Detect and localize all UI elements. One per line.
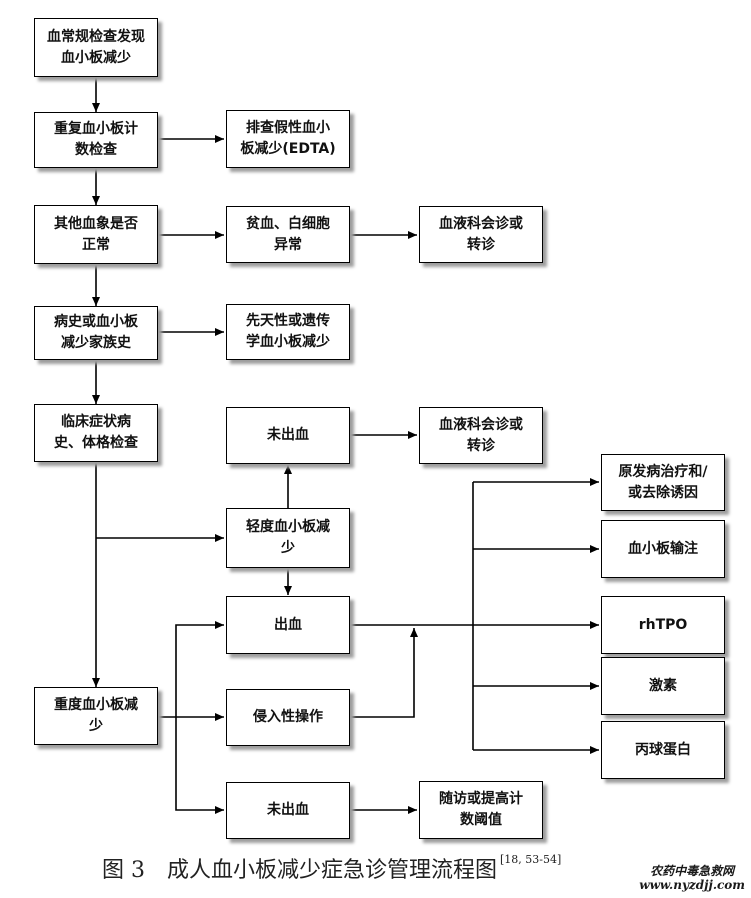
node-no-bleeding-severe: 未出血 [226,782,350,839]
edge-n14-n16 [175,717,224,814]
watermark: 农药中毒急救网 www.nyzdjj.com [639,864,745,892]
treatment-hormone: 激素 [601,657,725,715]
node-repeat-platelet-count: 重复血小板计 数检查 [34,112,158,168]
node-hematology-consult-1: 血液科会诊或 转诊 [419,206,543,263]
node-invasive-procedure: 侵入性操作 [226,689,350,746]
node-anemia-wbc: 贫血、白细胞 异常 [226,206,350,263]
node-other-blood-normal: 其他血象是否 正常 [34,205,158,264]
node-mild-thrombocytopenia: 轻度血小板减 少 [226,508,350,568]
node-no-bleeding-mild: 未出血 [226,407,350,464]
treatment-platelet-transfusion: 血小板输注 [601,520,725,578]
node-exclude-pseudo: 排查假性血小 板减少(EDTA) [226,110,350,168]
node-congenital: 先天性或遗传 学血小板减少 [226,304,350,360]
treatment-ivig: 丙球蛋白 [601,721,725,779]
watermark-url: www.nyzdjj.com [639,878,745,892]
node-clinical-exam: 临床症状病 史、体格检查 [34,404,158,462]
edge-n14-n13 [175,621,224,717]
treatment-rhtpo: rhTPO [601,596,725,654]
caption-text: 图 3 成人血小板减少症急诊管理流程图 [102,858,497,883]
node-hematology-consult-2: 血液科会诊或 转诊 [419,407,543,464]
treatment-primary-disease: 原发病治疗和/ 或去除诱因 [601,454,725,511]
node-severe-thrombocytopenia: 重度血小板减 少 [34,687,158,745]
watermark-name: 农药中毒急救网 [650,864,735,878]
caption-reference: [18, 53-54] [500,852,562,866]
node-routine-blood-test: 血常规检查发现 血小板减少 [34,18,158,77]
node-bleeding: 出血 [226,596,350,654]
node-history-family: 病史或血小板 减少家族史 [34,306,158,360]
node-follow-up: 随访或提高计 数阈值 [419,781,543,839]
edge-n15-trunk [350,628,418,718]
figure-caption: 图 3 成人血小板减少症急诊管理流程图[18, 53-54] [102,852,561,884]
